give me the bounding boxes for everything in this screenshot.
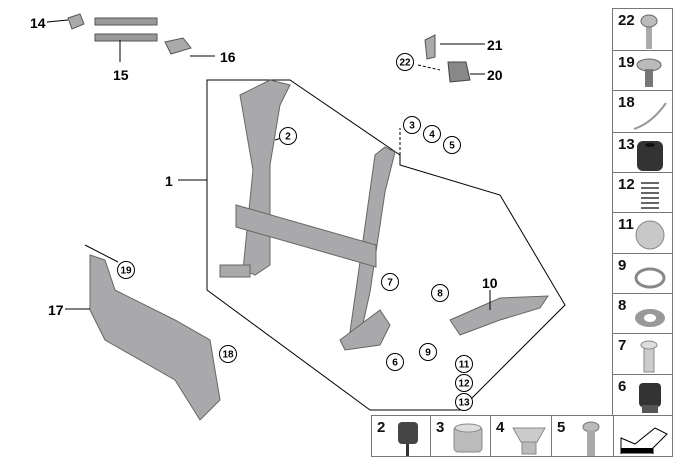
part-cell-12[interactable]: 12 [612, 172, 673, 213]
callout-circle [403, 116, 421, 134]
callout-circle [381, 273, 399, 291]
part-18-icon [633, 102, 667, 130]
part-number: 19 [618, 54, 635, 71]
callout-circle [219, 345, 237, 363]
callout-circle [423, 125, 441, 143]
part-cell-11[interactable]: 11 [612, 212, 673, 254]
part-number: 6 [618, 378, 627, 395]
part-6-icon [639, 383, 661, 413]
callout-circle [455, 374, 473, 392]
callout-12: 12 [458, 379, 470, 390]
part-cell-22[interactable]: 22 [612, 8, 673, 51]
part-number: 4 [496, 419, 505, 436]
part-4-icon [512, 427, 546, 455]
part-9-icon [634, 267, 666, 289]
part-number: 2 [377, 419, 386, 436]
part-2-icon [398, 422, 418, 456]
callout-22: 22 [399, 58, 411, 69]
part-number: 13 [618, 136, 635, 153]
part-number: 18 [618, 94, 635, 111]
callout-9: 9 [425, 348, 431, 359]
part-cell-19[interactable]: 19 [612, 50, 673, 91]
springs [94, 17, 158, 42]
part-8-icon [635, 309, 665, 327]
part-cell-13[interactable]: 13 [612, 132, 673, 173]
part-cell-7[interactable]: 7 [612, 333, 673, 375]
callout-15: 15 [113, 67, 129, 83]
part-cell-2[interactable]: 2 [371, 415, 431, 457]
callout-3: 3 [409, 121, 415, 132]
callout-2: 2 [285, 132, 291, 143]
navigation-arrow-cell[interactable] [612, 415, 673, 457]
callout-circle [117, 261, 135, 279]
part-number: 12 [618, 176, 635, 193]
exploded-view: 14 15 16 1 17 21 20 10 2 3 4 5 22 19 18 7 8 6 9 11 1… [30, 13, 566, 421]
part-cell-9[interactable]: 9 [612, 253, 673, 294]
callout-21: 21 [487, 37, 503, 53]
callout-1: 1 [165, 173, 173, 189]
part-3-icon [453, 423, 483, 453]
part-number: 8 [618, 297, 627, 314]
callout-circle [396, 53, 414, 71]
center-stand [89, 79, 549, 421]
part-7-icon [640, 340, 658, 373]
part-20 [447, 61, 471, 83]
part-22-icon [640, 14, 658, 49]
callout-13: 13 [458, 398, 470, 409]
part-cell-18[interactable]: 18 [612, 90, 673, 133]
assembly-outline [206, 79, 566, 411]
part-cell-4[interactable]: 4 [490, 415, 552, 457]
callout-18: 18 [222, 350, 234, 361]
callout-circle [455, 393, 473, 411]
part-cell-6[interactable]: 6 [612, 374, 673, 416]
callout-14: 14 [30, 15, 46, 31]
callout-19: 19 [120, 266, 132, 277]
part-number: 22 [618, 12, 635, 29]
callout-circle [455, 355, 473, 373]
callout-circle [419, 343, 437, 361]
callout-11: 11 [459, 360, 470, 371]
callout-4: 4 [429, 130, 435, 141]
callout-8: 8 [437, 289, 443, 300]
callout-7: 7 [387, 278, 393, 289]
part-number: 11 [618, 216, 634, 233]
callout-6: 6 [392, 358, 398, 369]
callout-circle [431, 284, 449, 302]
part-number: 5 [557, 419, 566, 436]
bracket-14 [67, 13, 85, 30]
part-12-icon [641, 182, 659, 209]
part-21 [424, 34, 436, 60]
part-number: 7 [618, 337, 627, 354]
callout-5: 5 [449, 141, 455, 152]
callout-circle [386, 353, 404, 371]
part-5-icon [582, 421, 600, 456]
callout-16: 16 [220, 49, 236, 65]
part-11-icon [635, 220, 665, 250]
part-cell-5[interactable]: 5 [551, 415, 614, 457]
part-number: 9 [618, 257, 627, 274]
callout-20: 20 [487, 67, 503, 83]
callout-10: 10 [482, 275, 498, 291]
leader-lines [46, 19, 491, 310]
arrow-icon [620, 427, 668, 454]
callout-circle [443, 136, 461, 154]
part-number: 3 [436, 419, 445, 436]
part-19-icon [636, 58, 662, 87]
part-cell-3[interactable]: 3 [430, 415, 491, 457]
callout-17: 17 [48, 302, 64, 318]
callout-circle [279, 127, 297, 145]
part-13-icon [637, 141, 663, 171]
part-cell-8[interactable]: 8 [612, 293, 673, 334]
bracket-16 [164, 37, 192, 55]
